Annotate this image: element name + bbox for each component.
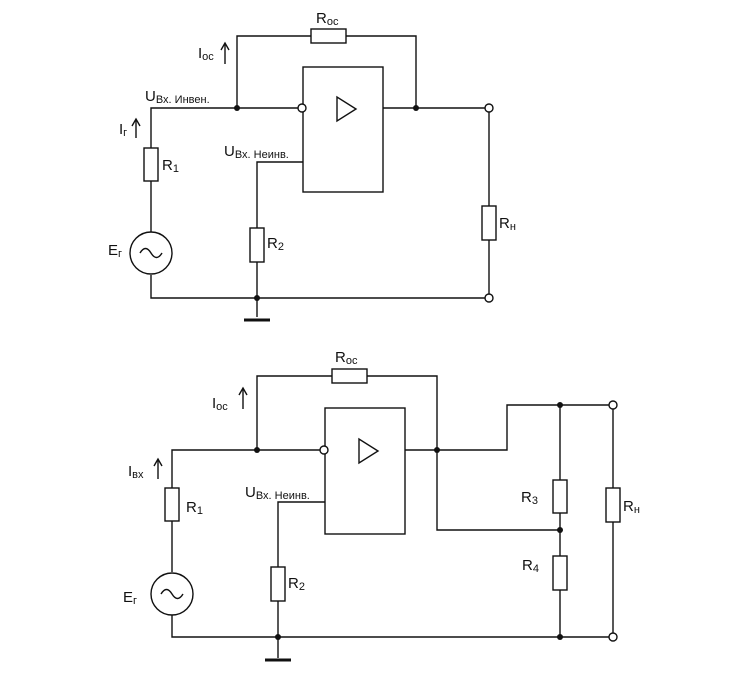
label-u-noninverting: UВх. Неинв. bbox=[245, 484, 310, 502]
label-roc: Rос bbox=[335, 349, 358, 367]
feedback-wire bbox=[236, 35, 417, 108]
junction-dot bbox=[413, 105, 419, 111]
resistor-r2 bbox=[249, 227, 265, 263]
current-arrow-icon bbox=[238, 386, 248, 409]
ground-terminal bbox=[484, 293, 494, 303]
noninverting-input-wire bbox=[256, 161, 303, 317]
junction-dot bbox=[254, 447, 260, 453]
output-wire bbox=[405, 404, 609, 451]
opamp-triangle-icon bbox=[336, 95, 358, 123]
junction-dot bbox=[557, 527, 563, 533]
output-terminal bbox=[608, 400, 618, 410]
junction-dot bbox=[254, 295, 260, 301]
label-ioc: Iос bbox=[212, 395, 228, 413]
source-wire bbox=[150, 181, 485, 299]
feedback-wire bbox=[256, 375, 438, 450]
label-ivx: Iвх bbox=[128, 463, 144, 481]
current-arrow-icon bbox=[153, 457, 163, 479]
diagram-inverting-amplifier: Rос Iос UВх. Инвен. Rн R1 Iг bbox=[108, 10, 516, 322]
label-ig: Iг bbox=[119, 121, 127, 139]
label-r1: R1 bbox=[186, 499, 203, 517]
ac-source-icon bbox=[150, 572, 194, 616]
junction-dot bbox=[234, 105, 240, 111]
output-terminal bbox=[484, 103, 494, 113]
source-wire bbox=[171, 521, 609, 638]
diagram-amplifier-with-divider: Rос Iос Iвх R3 R4 bbox=[123, 349, 640, 662]
resistor-r1 bbox=[164, 487, 180, 522]
label-rn: Rн bbox=[623, 498, 640, 516]
label-r2: R2 bbox=[267, 235, 284, 253]
junction-dot bbox=[557, 634, 563, 640]
inverting-input-terminal bbox=[297, 103, 307, 113]
label-roc: Rос bbox=[316, 10, 339, 28]
noninverting-input-wire bbox=[277, 501, 325, 658]
ac-source-icon bbox=[129, 231, 173, 275]
inverting-input-wire bbox=[150, 107, 298, 148]
inverting-input-wire bbox=[171, 449, 320, 488]
label-ioc: Iос bbox=[198, 45, 214, 63]
label-u-noninverting: UВх. Неинв. bbox=[224, 143, 289, 161]
junction-dot bbox=[275, 634, 281, 640]
ground-terminal bbox=[608, 632, 618, 642]
label-r4: R4 bbox=[522, 557, 539, 575]
load-resistor-rn bbox=[481, 205, 497, 241]
resistor-r1 bbox=[143, 147, 159, 182]
inverting-input-terminal bbox=[319, 445, 329, 455]
label-u-inverting: UВх. Инвен. bbox=[145, 88, 210, 106]
opamp-body bbox=[302, 66, 384, 193]
resistor-r2 bbox=[270, 566, 286, 602]
label-r1: R1 bbox=[162, 157, 179, 175]
label-r3: R3 bbox=[521, 489, 538, 507]
divider-wire bbox=[436, 405, 561, 637]
label-eg: Ег bbox=[123, 589, 137, 607]
label-rn: Rн bbox=[499, 215, 516, 233]
opamp-triangle-icon bbox=[358, 437, 380, 465]
current-arrow-icon bbox=[220, 41, 230, 64]
label-r2: R2 bbox=[288, 575, 305, 593]
feedback-resistor-roc bbox=[331, 368, 368, 384]
label-eg: Ег bbox=[108, 242, 122, 260]
opamp-body bbox=[324, 407, 406, 535]
resistor-r4 bbox=[552, 555, 568, 591]
feedback-resistor-roc bbox=[310, 28, 347, 44]
load-resistor-rn bbox=[605, 487, 621, 523]
current-arrow-icon bbox=[131, 117, 141, 138]
resistor-r3 bbox=[552, 479, 568, 514]
